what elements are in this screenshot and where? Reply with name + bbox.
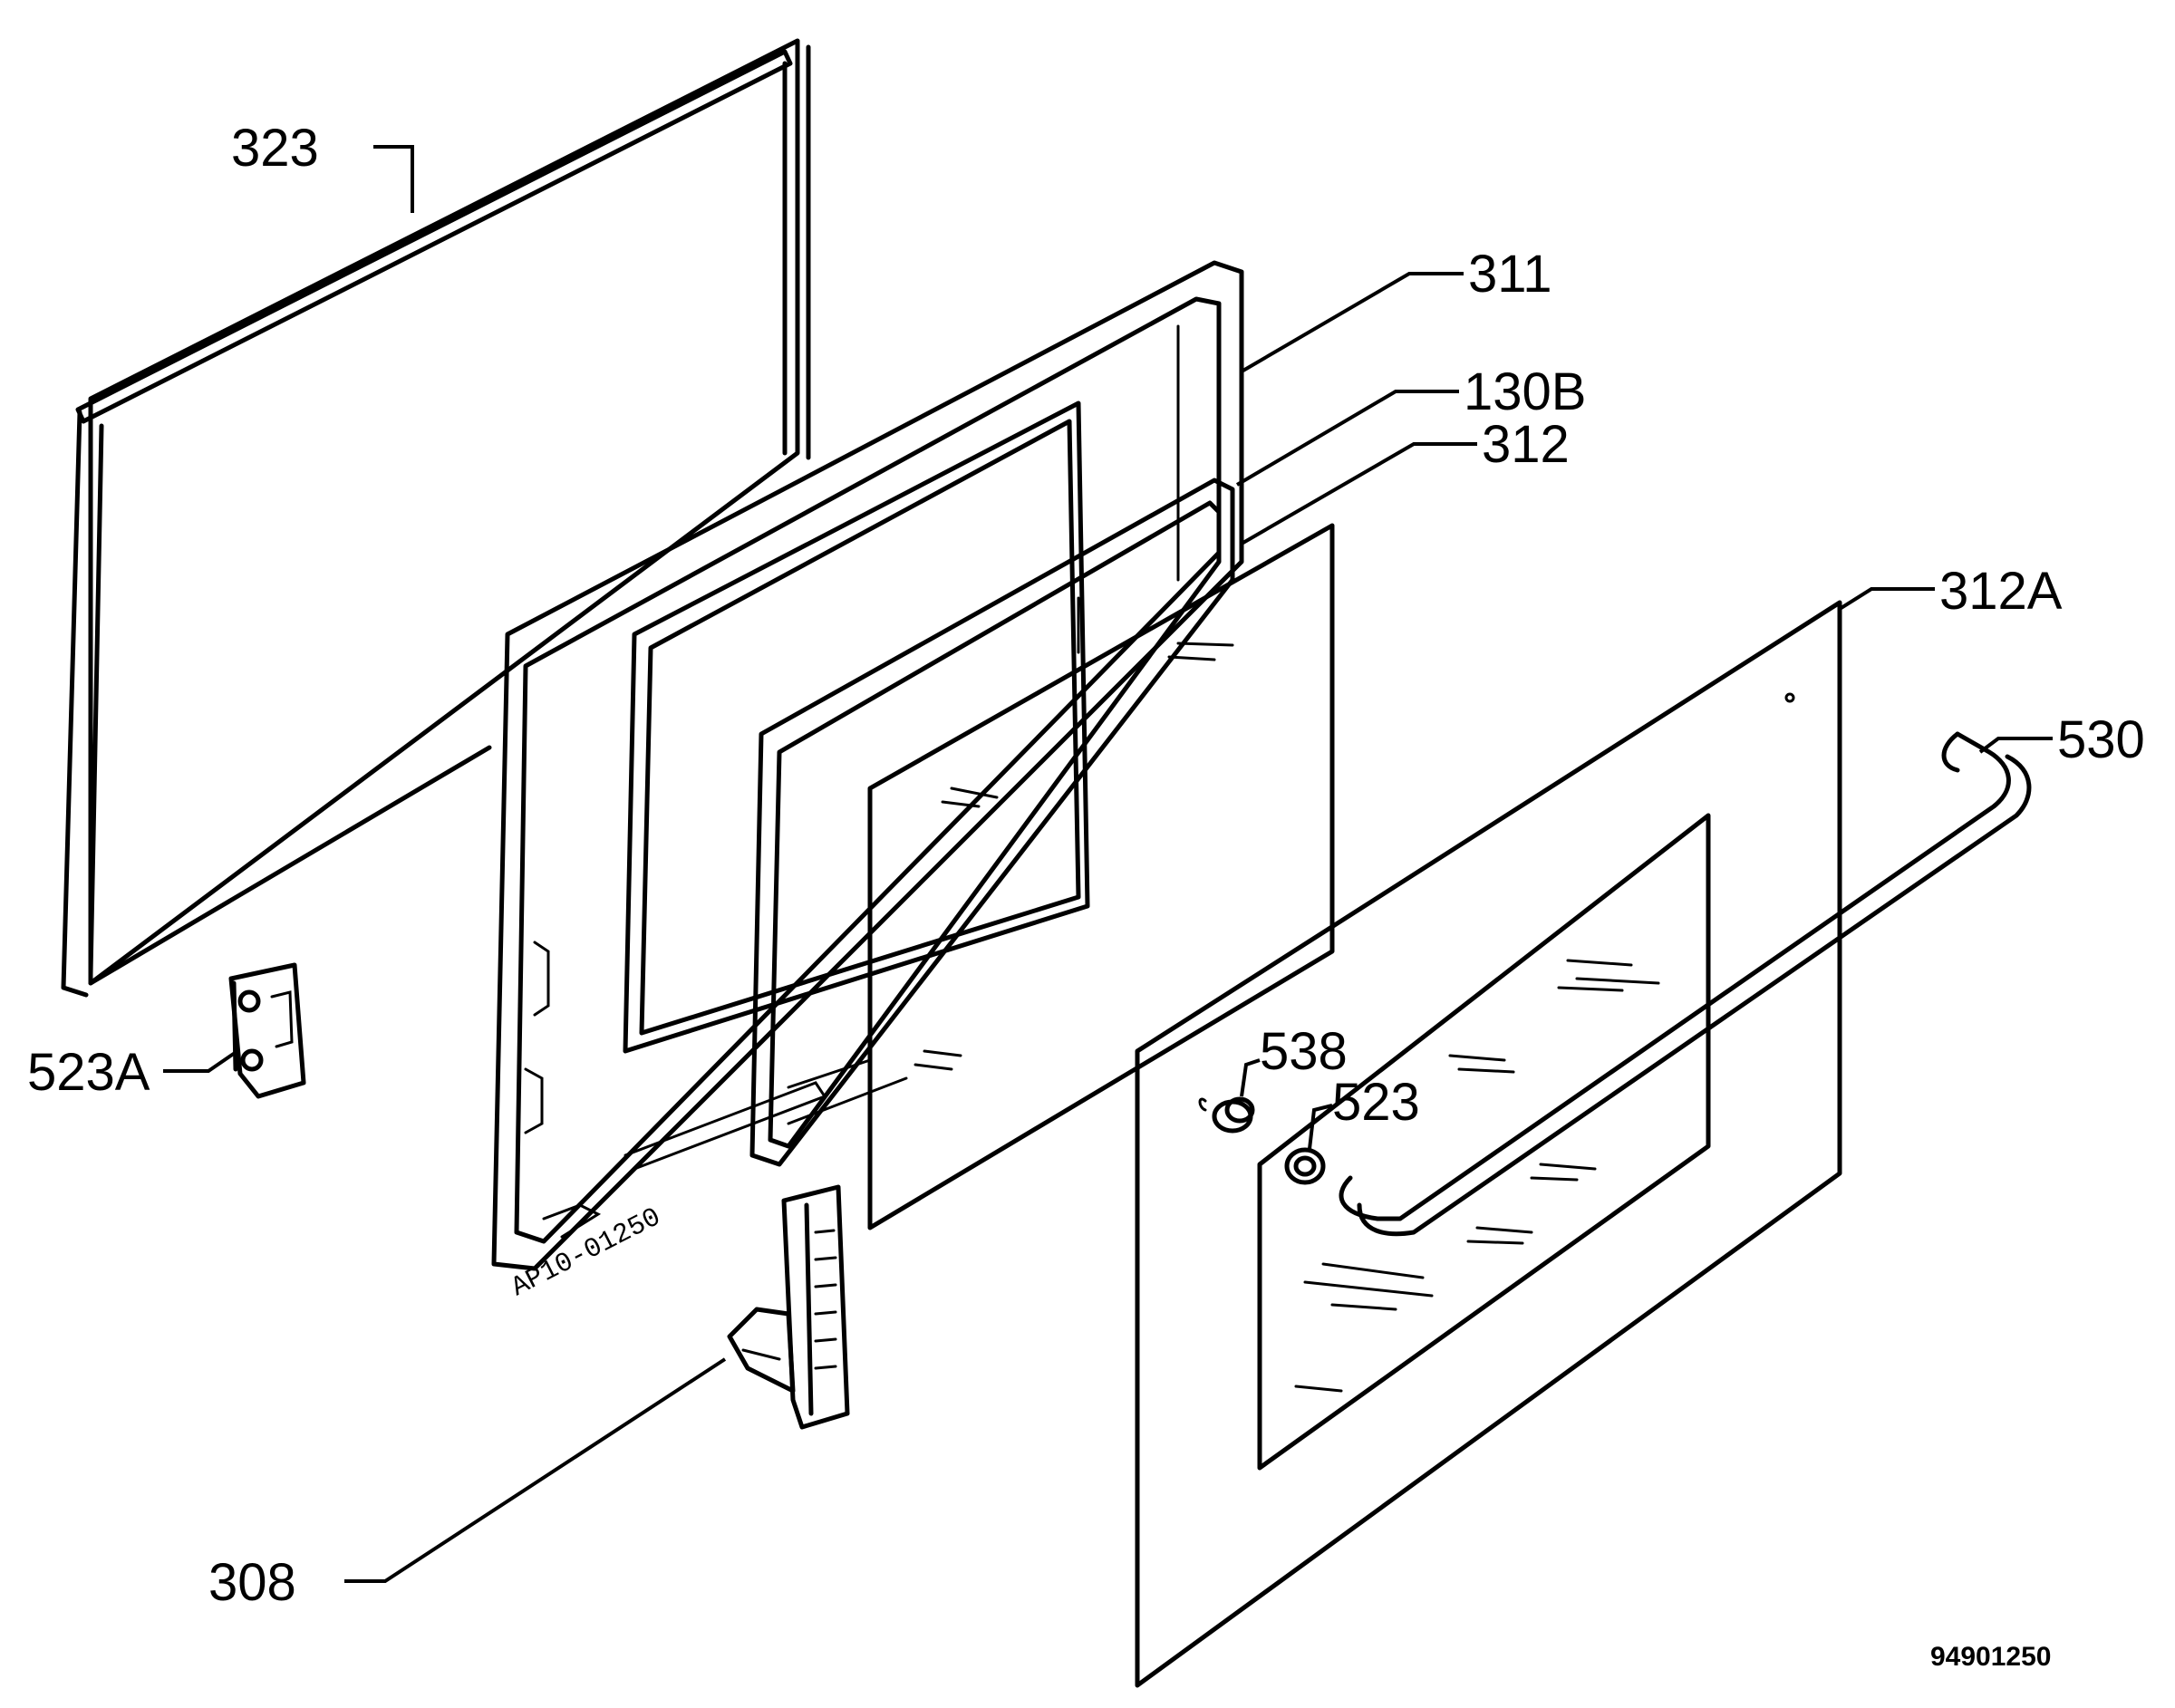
label-523: 523 — [1332, 1073, 1420, 1132]
part-308-door-hinge — [727, 1184, 850, 1430]
leader-lines — [163, 145, 2053, 1583]
part-130b-seal — [749, 478, 1235, 1167]
part-523a-hinge — [228, 962, 306, 1099]
leader-130b — [1235, 390, 1459, 487]
part-323-gasket — [61, 38, 811, 998]
label-323: 323 — [231, 119, 319, 178]
label-312a: 312A — [1939, 562, 2063, 621]
part-530-handle — [1339, 731, 2032, 1237]
part-312a-outer-glass — [1135, 600, 1842, 1688]
part-523-bushing — [1284, 1147, 1326, 1185]
leader-312 — [1240, 442, 1477, 545]
leader-523 — [1308, 1104, 1333, 1150]
label-523a: 523A — [27, 1043, 150, 1102]
label-311: 311 — [1468, 245, 1552, 304]
label-312: 312 — [1482, 415, 1570, 474]
part-311-inner-frame — [491, 260, 1244, 1271]
label-130b: 130B — [1464, 362, 1586, 421]
label-530: 530 — [2057, 710, 2145, 769]
leader-311 — [1240, 272, 1464, 373]
label-308: 308 — [208, 1553, 296, 1612]
leader-308 — [344, 1357, 727, 1583]
leader-538 — [1240, 1058, 1261, 1097]
label-538: 538 — [1260, 1022, 1348, 1081]
leader-530 — [1978, 737, 2053, 754]
part-312-inner-glass — [867, 523, 1335, 1230]
part-538-bushing — [1198, 1096, 1255, 1134]
leader-323 — [373, 145, 414, 213]
drawing-number: 94901250 — [1930, 1642, 2051, 1672]
leader-523a — [163, 1049, 239, 1073]
leader-312a — [1838, 587, 1935, 611]
